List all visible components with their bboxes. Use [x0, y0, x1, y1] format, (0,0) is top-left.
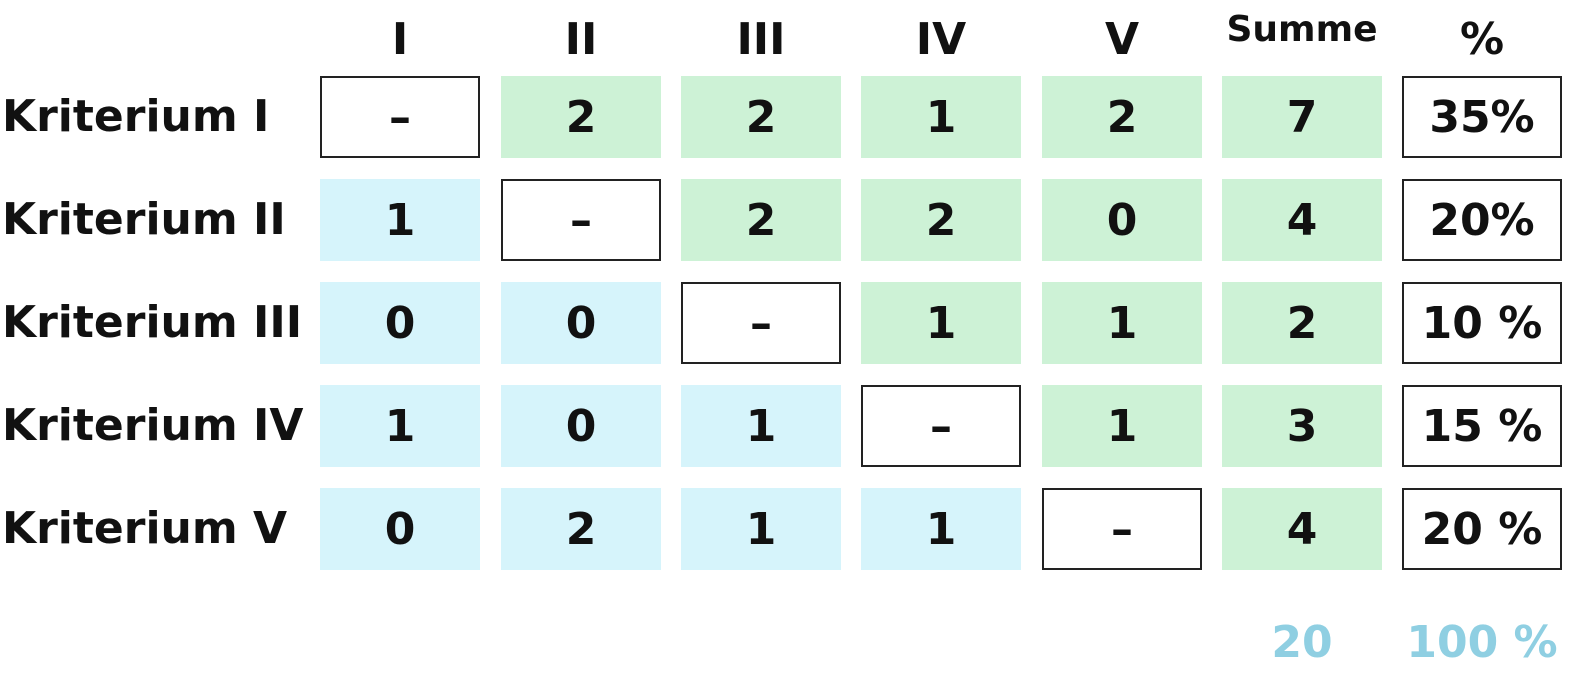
comparison-cell: 1	[861, 488, 1021, 570]
column-header-7: %	[1459, 14, 1505, 65]
comparison-cell: 1	[681, 385, 841, 467]
column-header-1: I	[391, 14, 409, 65]
column-header-3: III	[736, 14, 786, 65]
row-label: Kriterium V	[2, 503, 288, 554]
diagonal-cell: –	[861, 385, 1021, 467]
comparison-cell: 2	[681, 179, 841, 261]
column-header-6: Summe	[1226, 9, 1378, 50]
diagonal-cell: –	[320, 76, 480, 158]
comparison-cell: 1	[1042, 385, 1202, 467]
comparison-cell: 1	[861, 76, 1021, 158]
row-percent-cell: 20 %	[1402, 488, 1562, 570]
comparison-cell: 1	[861, 282, 1021, 364]
comparison-cell: 1	[320, 385, 480, 467]
comparison-cell: 0	[501, 282, 661, 364]
column-header-2: II	[564, 14, 598, 65]
row-label: Kriterium III	[2, 297, 303, 348]
row-sum-cell: 3	[1222, 385, 1382, 467]
row-percent-cell: 15 %	[1402, 385, 1562, 467]
comparison-cell: 2	[1042, 76, 1202, 158]
column-header-5: V	[1104, 14, 1140, 65]
diagonal-cell: –	[501, 179, 661, 261]
comparison-cell: 0	[320, 488, 480, 570]
row-sum-cell: 4	[1222, 488, 1382, 570]
comparison-cell: 0	[1042, 179, 1202, 261]
row-sum-cell: 2	[1222, 282, 1382, 364]
row-percent-cell: 10 %	[1402, 282, 1562, 364]
comparison-cell: 2	[501, 488, 661, 570]
row-label: Kriterium II	[2, 194, 286, 245]
comparison-cell: 2	[501, 76, 661, 158]
diagonal-cell: –	[681, 282, 841, 364]
row-percent-cell: 35%	[1402, 76, 1562, 158]
comparison-cell: 0	[320, 282, 480, 364]
row-label: Kriterium I	[2, 91, 270, 142]
diagonal-cell: –	[1042, 488, 1202, 570]
row-label: Kriterium IV	[2, 400, 304, 451]
row-percent-cell: 20%	[1402, 179, 1562, 261]
row-sum-cell: 4	[1222, 179, 1382, 261]
comparison-cell: 1	[320, 179, 480, 261]
comparison-cell: 2	[861, 179, 1021, 261]
row-sum-cell: 7	[1222, 76, 1382, 158]
column-header-4: IV	[915, 14, 967, 65]
comparison-cell: 1	[1042, 282, 1202, 364]
comparison-cell: 2	[681, 76, 841, 158]
total-percent: 100 %	[1406, 617, 1558, 668]
comparison-cell: 0	[501, 385, 661, 467]
comparison-cell: 1	[681, 488, 841, 570]
total-sum: 20	[1271, 617, 1333, 668]
